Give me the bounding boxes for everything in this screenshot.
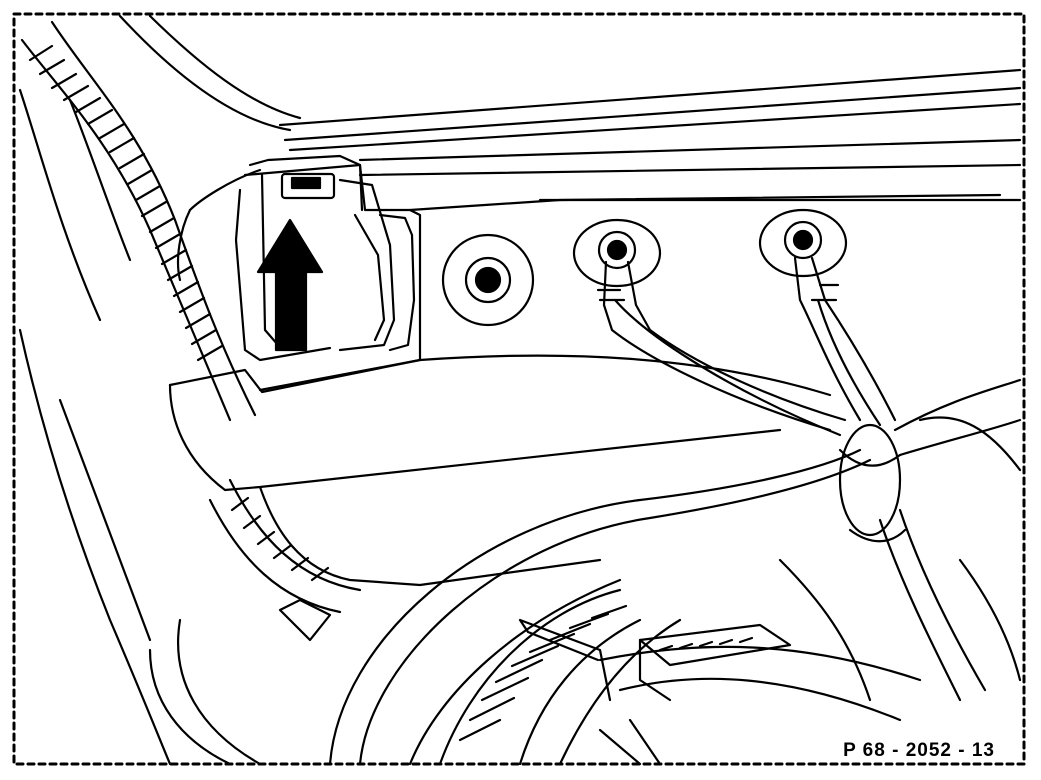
wire-loops	[148, 448, 922, 766]
cable-bundle-right	[838, 378, 1022, 702]
bolt-ground-right	[758, 208, 848, 278]
harness-lower-left	[208, 478, 362, 614]
retaining-clip	[234, 154, 416, 362]
ground-cables	[596, 256, 897, 437]
up-arrow-icon	[256, 218, 324, 352]
pillar-trim-lines	[18, 14, 302, 766]
bolt-ground-middle	[572, 218, 662, 288]
figure-reference-code: P 68 - 2052 - 13	[843, 740, 995, 761]
panel-body	[168, 163, 1002, 587]
dashed-border	[12, 12, 1026, 766]
background-details	[176, 208, 1022, 766]
connector-block	[638, 623, 792, 702]
corrugated-conduit-bottom	[438, 588, 642, 766]
bolt-left	[441, 233, 535, 327]
corrugated-harness-left	[20, 20, 257, 422]
